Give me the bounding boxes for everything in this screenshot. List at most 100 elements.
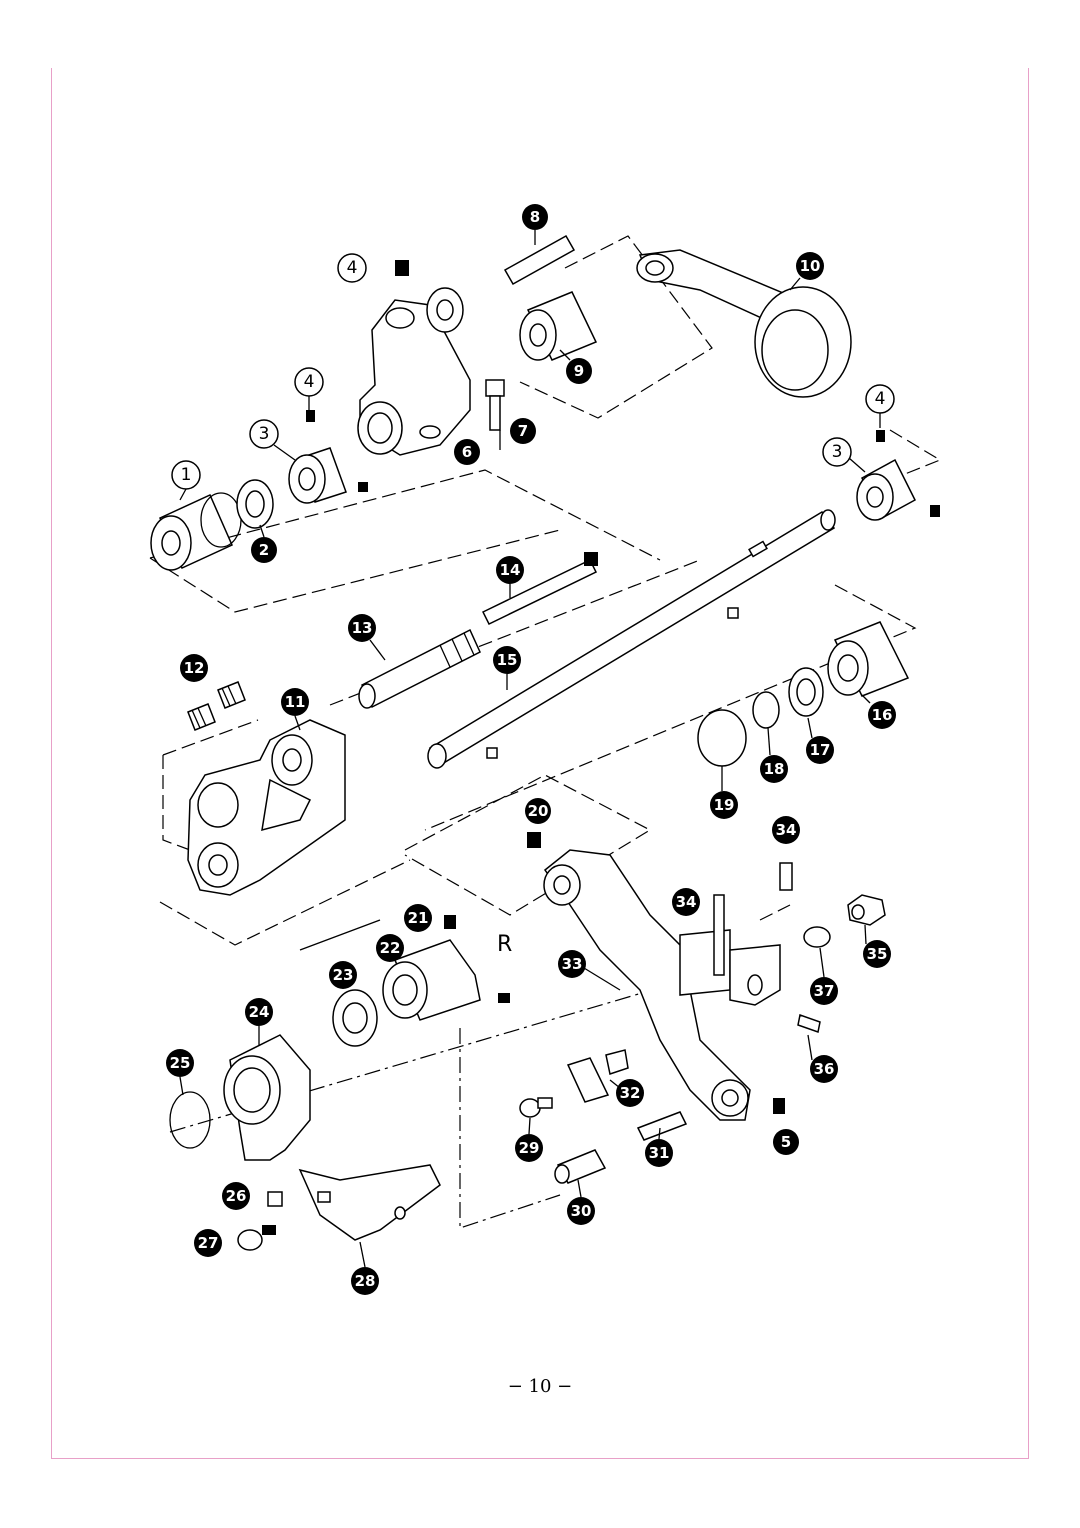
label-12: 12 [180, 654, 208, 682]
label-6: 6 [454, 439, 480, 465]
label-36: 36 [810, 1055, 838, 1083]
svg-text:36: 36 [814, 1060, 835, 1078]
label-18: 18 [760, 755, 788, 783]
label-34a: 34 [772, 816, 800, 844]
label-25: 25 [166, 1049, 194, 1077]
svg-text:8: 8 [530, 208, 540, 226]
label-23: 23 [329, 961, 357, 989]
svg-text:11: 11 [285, 693, 306, 711]
svg-text:15: 15 [497, 651, 518, 669]
part-6-arm-bracket [357, 260, 471, 456]
label-14: 14 [496, 556, 524, 584]
part-35-nut [847, 894, 886, 926]
svg-text:5: 5 [781, 1133, 791, 1151]
main-shaft [427, 509, 836, 769]
part-36-screw [797, 1014, 821, 1033]
label-20: 20 [525, 798, 551, 824]
part-3-collar-left [288, 410, 368, 504]
part-9-bushing [519, 291, 598, 361]
label-33: 33 [558, 950, 586, 978]
part-26-screw [267, 1191, 283, 1207]
svg-text:4: 4 [347, 258, 358, 278]
label-16: 16 [868, 701, 896, 729]
page-number: − 10 − [507, 1376, 573, 1397]
label-22: 22 [376, 934, 404, 962]
svg-text:34: 34 [676, 893, 697, 911]
label-32: 32 [616, 1079, 644, 1107]
part-11-bracket [187, 719, 346, 896]
part-7-bolt [485, 379, 505, 431]
label-28: 28 [351, 1267, 379, 1295]
svg-text:14: 14 [500, 561, 521, 579]
frame-right-border [1028, 68, 1029, 1459]
svg-text:4: 4 [304, 372, 315, 392]
part-31-pin [636, 1111, 688, 1141]
svg-text:3: 3 [259, 424, 270, 444]
svg-text:1: 1 [181, 465, 192, 485]
part-30-connector [554, 1149, 607, 1184]
label-1: 1 [171, 460, 201, 490]
label-11: 11 [281, 688, 309, 716]
svg-text:27: 27 [198, 1234, 219, 1252]
part-25-retaining-ring [169, 1091, 211, 1149]
part-10-connecting-rod [636, 249, 852, 398]
label-15: 15 [493, 646, 521, 674]
label-35: 35 [863, 940, 891, 968]
label-13: 13 [348, 614, 376, 642]
label-r: R [497, 932, 512, 957]
part-37-washer [803, 926, 831, 948]
part-33-crank-arm [527, 832, 781, 1121]
part-34-screw-upper [779, 862, 793, 891]
label-3a: 3 [249, 419, 279, 449]
part-34-screw-lower [713, 894, 725, 976]
svg-text:25: 25 [170, 1054, 191, 1072]
frame-bottom-border [51, 1458, 1029, 1459]
label-4b: 4 [294, 367, 324, 397]
svg-text:9: 9 [574, 362, 584, 380]
part-24-eccentric [223, 1034, 311, 1161]
label-30: 30 [567, 1197, 595, 1225]
label-27: 27 [194, 1229, 222, 1257]
label-26: 26 [222, 1182, 250, 1210]
label-5: 5 [773, 1129, 799, 1155]
part-14-rod [481, 552, 598, 625]
label-19: 19 [710, 791, 738, 819]
part-13-grooved-shaft [358, 628, 481, 709]
label-17: 17 [806, 736, 834, 764]
part-28-lever [298, 1164, 441, 1241]
label-34b: 34 [672, 888, 700, 916]
part-1-bushing [150, 492, 242, 571]
label-4a: 4 [337, 253, 367, 283]
svg-text:6: 6 [462, 443, 472, 461]
label-37: 37 [810, 977, 838, 1005]
part-21-setscrew [444, 915, 456, 929]
svg-text:31: 31 [649, 1144, 670, 1162]
svg-text:28: 28 [355, 1272, 376, 1290]
part-16-bushing [827, 621, 910, 697]
svg-text:30: 30 [571, 1202, 592, 1220]
svg-text:12: 12 [184, 659, 205, 677]
svg-text:3: 3 [832, 442, 843, 462]
svg-text:7: 7 [518, 422, 528, 440]
svg-text:13: 13 [352, 619, 373, 637]
svg-text:26: 26 [226, 1187, 247, 1205]
svg-text:18: 18 [764, 760, 785, 778]
part-23-needle-bearing [332, 989, 378, 1047]
svg-text:4: 4 [875, 389, 886, 409]
svg-text:2: 2 [259, 541, 269, 559]
label-29: 29 [515, 1134, 543, 1162]
label-4c: 4 [865, 384, 895, 414]
label-8: 8 [522, 204, 548, 230]
svg-text:21: 21 [408, 909, 429, 927]
svg-text:33: 33 [562, 955, 583, 973]
part-18-ring [752, 691, 780, 729]
svg-text:22: 22 [380, 939, 401, 957]
label-10: 10 [796, 252, 824, 280]
svg-text:35: 35 [867, 945, 888, 963]
svg-text:24: 24 [249, 1003, 270, 1021]
svg-text:23: 23 [333, 966, 354, 984]
svg-text:34: 34 [776, 821, 797, 839]
label-7: 7 [510, 418, 536, 444]
label-3b: 3 [822, 437, 852, 467]
